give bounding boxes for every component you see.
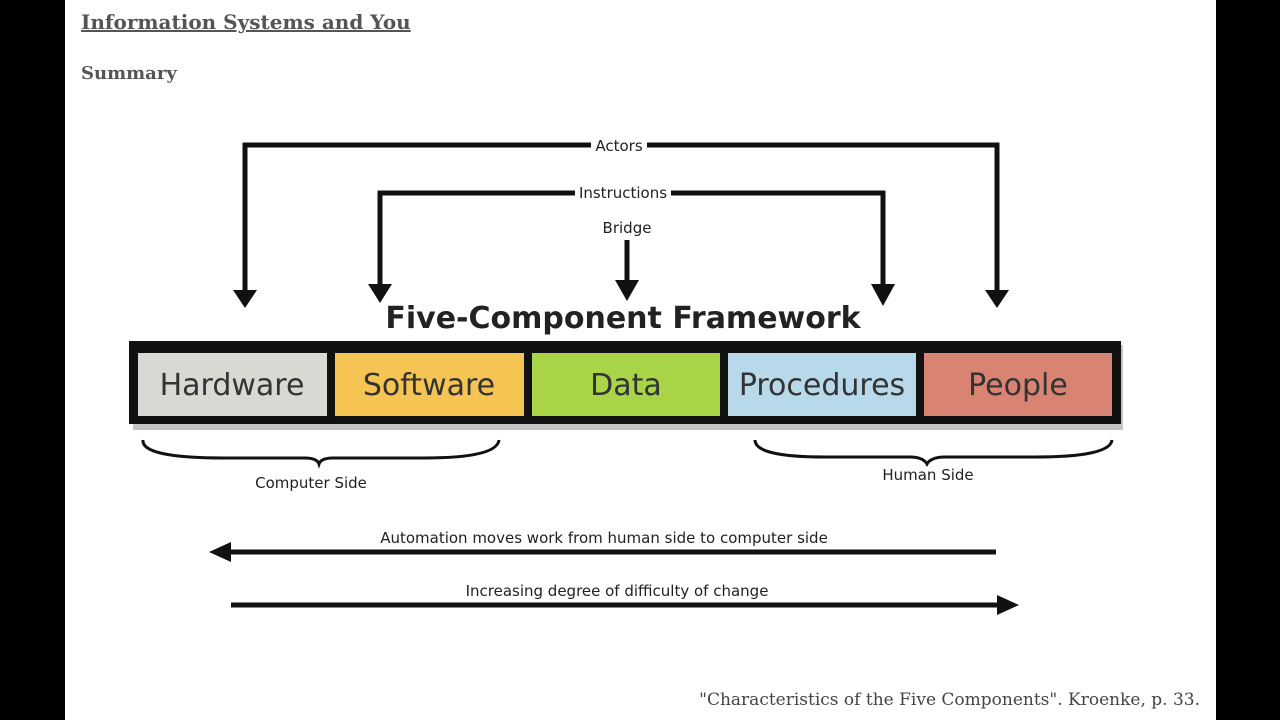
bridge-arrow: Bridge xyxy=(603,219,652,301)
automation-arrow: Automation moves work from human side to… xyxy=(209,529,996,562)
software-label: Software xyxy=(363,368,495,403)
difficulty-arrow: Increasing degree of difficulty of chang… xyxy=(231,582,1019,615)
instructions-arrow: Instructions xyxy=(368,181,895,306)
computer-side-label: Computer Side xyxy=(255,474,367,492)
header-title: Information Systems and You xyxy=(81,10,411,34)
data-box xyxy=(532,353,720,416)
human-side-brace: Human Side xyxy=(753,439,1114,484)
hardware-box xyxy=(138,353,327,416)
difficulty-label: Increasing degree of difficulty of chang… xyxy=(466,582,769,600)
automation-label: Automation moves work from human side to… xyxy=(380,529,828,547)
human-side-label: Human Side xyxy=(882,466,973,484)
software-box xyxy=(335,353,524,416)
bridge-label: Bridge xyxy=(603,219,652,237)
slide: Information Systems and You Summary Acto… xyxy=(65,0,1216,720)
actors-arrow: Actors xyxy=(233,133,1009,308)
header-subtitle: Summary xyxy=(81,63,177,84)
five-component-diagram: Actors Instructions Bridge Five-Componen… xyxy=(129,133,1123,615)
people-box xyxy=(924,353,1112,416)
component-bar: Hardware Software Data Procedures People xyxy=(129,341,1123,430)
procedures-box xyxy=(728,353,916,416)
framework-title: Five-Component Framework xyxy=(385,301,861,336)
actors-label: Actors xyxy=(595,137,642,155)
data-label: Data xyxy=(590,368,662,403)
people-label: People xyxy=(968,368,1068,403)
citation: "Characteristics of the Five Components"… xyxy=(699,690,1200,710)
computer-side-brace: Computer Side xyxy=(141,439,501,492)
hardware-label: Hardware xyxy=(160,368,305,403)
instructions-label: Instructions xyxy=(579,184,667,202)
procedures-label: Procedures xyxy=(739,368,905,403)
